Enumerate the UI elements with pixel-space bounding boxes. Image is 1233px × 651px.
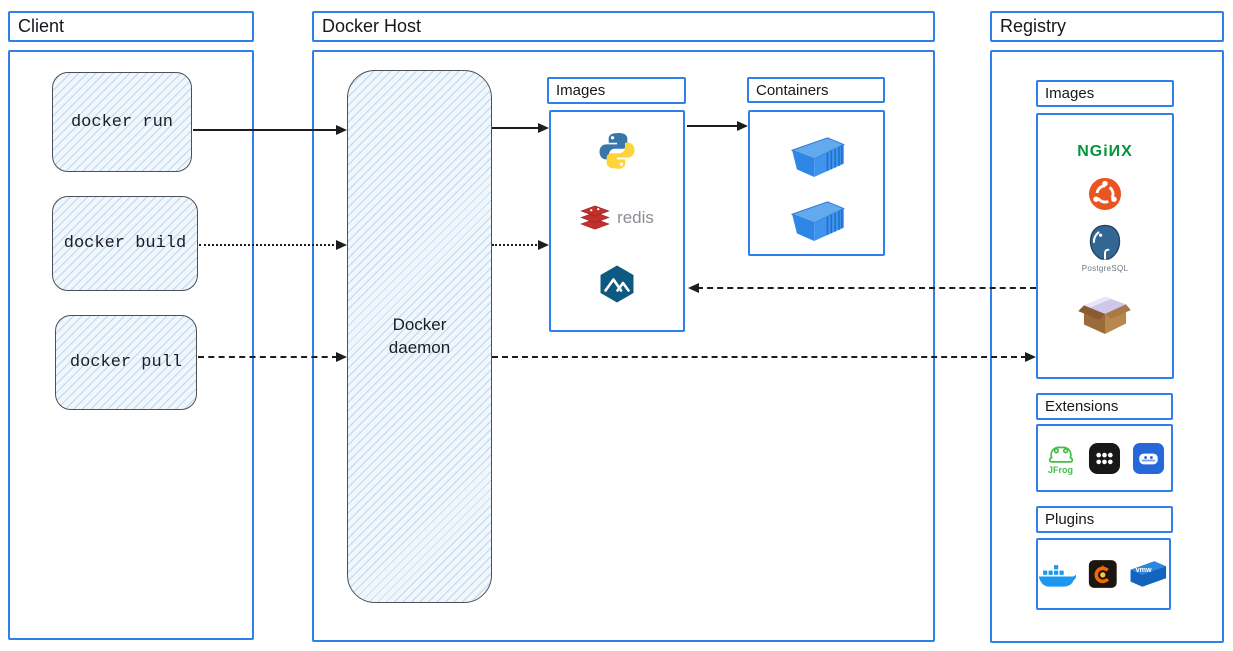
arrow-pull-to-daemon [198,351,347,363]
docker-host-title-text: Docker Host [322,16,422,36]
registry-plugins-box: vmw [1036,538,1171,610]
jfrog-icon [1048,446,1073,463]
registry-images-label-box: Images [1036,80,1174,107]
vmware-icon: vmw [1130,561,1167,587]
ubuntu-image-item [1038,177,1172,211]
arrow-run-to-daemon [193,124,347,136]
docker-host-section-title: Docker Host [312,11,935,42]
containers-label-box: Containers [747,77,885,103]
docker-build-node: docker build [52,196,198,291]
host-images-label-box: Images [547,77,686,104]
package-box-icon [1078,296,1131,335]
registry-section-title: Registry [990,11,1224,42]
alpine-image-item [551,264,683,304]
container-icon [790,201,845,242]
postgresql-label: PostgreSQL [1081,264,1129,273]
registry-images-box: NGiИX PostgreSQL [1036,113,1174,379]
client-title-text: Client [18,16,65,36]
registry-plugins-label: Plugins [1045,511,1095,528]
docker-run-node: docker run [52,72,192,172]
docker-whale-icon [1038,565,1077,587]
containers-label: Containers [756,81,829,99]
arrow-images-to-containers [687,120,748,132]
nginx-image-item: NGiИX [1038,143,1172,161]
docker-daemon-label: Docker daemon [388,314,451,357]
registry-plugins-label-box: Plugins [1036,506,1173,533]
container-item [750,134,883,178]
redis-image-item: redis [551,205,683,231]
host-images-box: redis [549,110,685,332]
arrow-daemon-to-images-build [492,239,549,251]
grafana-icon [1088,560,1117,588]
docker-build-label: docker build [63,234,187,253]
registry-extensions-label-box: Extensions [1036,393,1173,420]
container-icon [790,137,845,178]
app-grid-icon [1088,442,1120,474]
python-image-item [551,130,683,172]
vmware-label: vmw [1136,565,1152,574]
registry-extensions-label: Extensions [1045,398,1119,415]
jfrog-label: JFrog [1047,465,1073,475]
docker-run-label: docker run [70,112,174,132]
package-image-item [1038,291,1172,335]
registry-images-label: Images [1045,85,1095,102]
alpine-icon [600,265,634,303]
nginx-logo: NGiИX [1077,143,1133,160]
arrow-daemon-to-images [492,122,549,134]
redis-icon [580,205,610,230]
postgresql-icon [1089,224,1121,260]
docker-pull-node: docker pull [55,315,197,410]
ubuntu-icon [1088,177,1122,211]
python-icon [599,133,635,169]
host-images-label: Images [556,82,606,99]
registry-title-text: Registry [1000,16,1067,36]
redis-label: redis [617,208,654,227]
registry-extensions-box: JFrog [1036,424,1173,492]
jfrog-extension-item: JFrog [1045,441,1077,475]
containers-box [748,110,885,256]
postgresql-image-item: PostgreSQL [1038,223,1172,273]
arrow-registry-to-images [688,282,1036,294]
docker-pull-label: docker pull [69,353,183,372]
container-item [750,198,883,242]
arrow-build-to-daemon [199,239,347,251]
disk-usage-extension-icon [1132,442,1164,474]
docker-daemon-node: Docker daemon [347,70,492,603]
arrow-daemon-to-registry [492,351,1036,363]
client-section-title: Client [8,11,254,42]
